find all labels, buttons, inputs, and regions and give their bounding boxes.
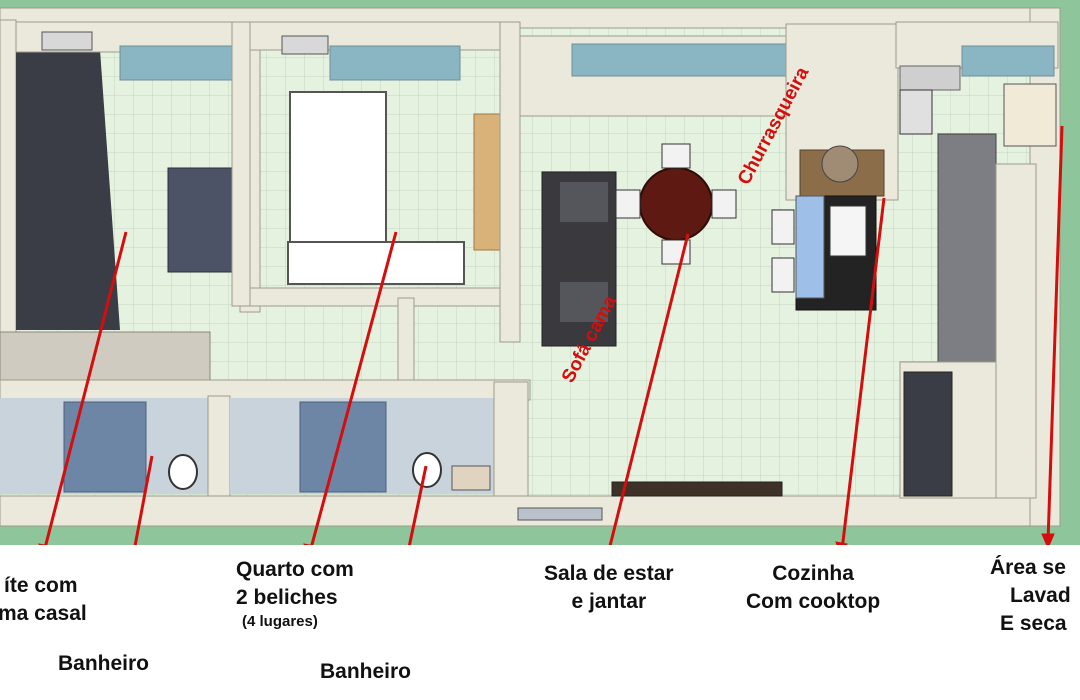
laundry-wall — [995, 163, 1037, 499]
suite-bedside — [167, 167, 241, 273]
callout-sala-line2: e jantar — [571, 590, 647, 613]
callout-banheiro-2-text: Banheiro — [320, 660, 412, 683]
callout-area-line2: Lavad — [1010, 584, 1071, 607]
suite-dark-wall — [16, 30, 120, 330]
callout-quarto: Quarto com 2 beliches (4 lugares) — [236, 556, 354, 632]
callout-quarto-line1: Quarto com — [236, 558, 354, 581]
suite-wall-left — [0, 19, 17, 341]
kitchen-stove — [899, 89, 933, 135]
callout-area-servico: Área se Lavad E seca — [990, 554, 1080, 638]
callout-quarto-line2: 2 beliches — [236, 586, 338, 609]
tv-rack — [611, 481, 783, 497]
bath2-toilet — [412, 452, 442, 488]
callout-area-line1: Área se — [990, 556, 1066, 579]
living-window — [571, 43, 797, 77]
bath2-sink — [451, 465, 491, 491]
washing-machine — [1003, 83, 1057, 147]
callout-suite-line2: ma casal — [0, 602, 87, 625]
bath-strip-wall — [0, 379, 531, 401]
kitchen-sink — [829, 205, 867, 257]
dining-chair-right — [711, 189, 737, 219]
bar-stool-1 — [771, 209, 795, 245]
entrance-door-mat — [517, 507, 603, 521]
bar-stool-2 — [771, 257, 795, 293]
dining-chair-top — [661, 143, 691, 169]
callout-cozinha: Cozinha Com cooktop — [746, 560, 880, 616]
hall-wall — [397, 297, 415, 383]
callout-suite: íte com ma casal — [0, 572, 87, 628]
callout-sala: Sala de estar e jantar — [544, 560, 674, 616]
callout-banheiro-2: Banheiro — [320, 658, 411, 686]
bath1-divider — [207, 395, 231, 497]
callout-sala-line1: Sala de estar — [544, 562, 674, 585]
bath1-toilet — [168, 454, 198, 490]
sofa-cushion-1 — [560, 182, 608, 222]
quarto-wall-left — [231, 21, 251, 307]
callout-banheiro-1: Banheiro — [58, 650, 149, 678]
fridge-cabinet — [937, 133, 997, 371]
quarto-wall-bottom — [231, 287, 513, 307]
quarto-wardrobe — [473, 113, 503, 251]
kitchen-window — [961, 45, 1055, 77]
bath2-shower-glass — [299, 401, 387, 493]
callout-cozinha-line2: Com cooktop — [746, 590, 881, 613]
dining-chair-left — [615, 189, 641, 219]
callout-cozinha-line1: Cozinha — [772, 562, 854, 585]
bath1-shower-glass — [63, 401, 147, 493]
kitchen-counter-blue — [795, 195, 825, 299]
annotation-arrows — [38, 125, 1064, 545]
quarto-wall-right — [499, 21, 521, 343]
cabinet-dark — [903, 371, 953, 497]
suite-ac-unit — [41, 31, 93, 51]
quarto-ac-unit — [281, 35, 329, 55]
callout-quarto-line3: (4 lugares) — [242, 613, 318, 630]
callout-area-line3: E seca — [1000, 612, 1067, 635]
kitchen-shelf — [899, 65, 961, 91]
barbecue-vent — [821, 145, 859, 183]
sofa-cushion-2 — [560, 282, 608, 322]
suite-double-bed — [0, 331, 211, 383]
floor-plan-3d: Churrasqueira Sofá cama — [0, 0, 1080, 545]
callout-banheiro-1-text: Banheiro — [58, 652, 150, 675]
bunk-bed-1 — [289, 91, 387, 247]
quarto-window — [329, 45, 461, 81]
callout-suite-line1: íte com — [4, 574, 78, 597]
bath-right-wall — [493, 381, 529, 497]
bunk-bed-2 — [287, 241, 465, 285]
dining-table — [639, 167, 713, 241]
suite-window — [119, 45, 245, 81]
